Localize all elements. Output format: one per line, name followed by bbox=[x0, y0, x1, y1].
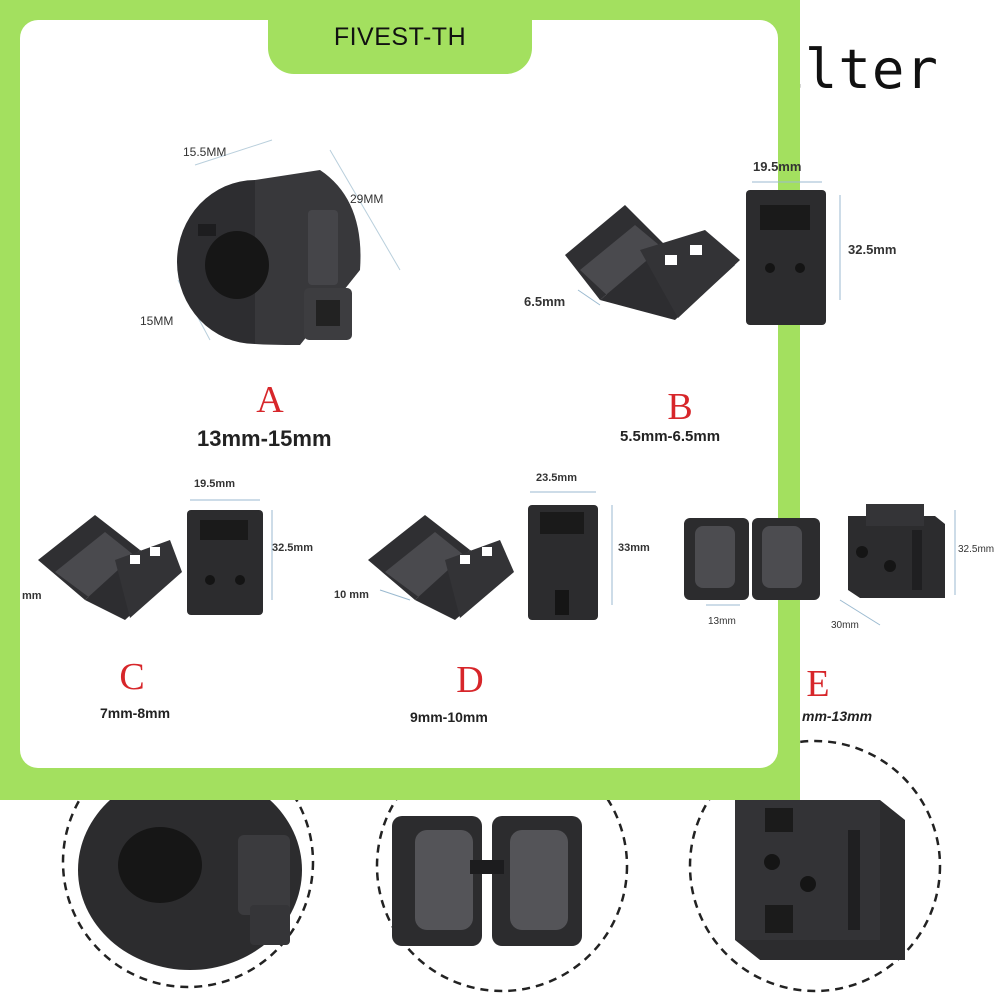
product-d-range: 9mm-10mm bbox=[410, 709, 488, 725]
product-e-dim-height: 32.5mm bbox=[958, 544, 995, 555]
product-c-dim-depth: mm bbox=[22, 590, 42, 602]
brand-tab: FIVEST-TH bbox=[268, 0, 532, 74]
product-d-dim-depth: 10 mm bbox=[334, 589, 369, 601]
product-c-range: 7mm-8mm bbox=[100, 705, 171, 721]
product-a-range: 13mm-15mm bbox=[197, 426, 332, 451]
product-e-range: mm-13mm bbox=[802, 708, 873, 724]
product-e-dim-depth: 30mm bbox=[831, 620, 859, 631]
product-d-dim-width: 23.5mm bbox=[536, 472, 577, 484]
brand-name: FIVEST-TH bbox=[333, 22, 467, 51]
product-b-dim-depth: 6.5mm bbox=[524, 294, 566, 309]
product-c-dim-width: 19.5mm bbox=[194, 478, 235, 490]
product-e-dim-gap: 13mm bbox=[708, 616, 736, 627]
product-b-range: 5.5mm-6.5mm bbox=[620, 428, 721, 445]
product-a-dim-depth: 15MM bbox=[140, 314, 174, 328]
product-b-dim-height: 32.5mm bbox=[848, 242, 897, 257]
detail-circle-block-core bbox=[688, 739, 942, 993]
product-c-label: C bbox=[119, 656, 145, 698]
product-a-dim-height: 29MM bbox=[350, 192, 384, 206]
product-a-dim-width: 15.5MM bbox=[183, 145, 227, 159]
product-d-dim-height: 33mm bbox=[618, 542, 650, 554]
product-a-label: A bbox=[256, 379, 284, 421]
white-panel bbox=[20, 20, 778, 768]
product-b-dim-width: 19.5mm bbox=[753, 159, 802, 174]
detail-circle-open-core bbox=[375, 739, 629, 993]
product-b-label: B bbox=[667, 386, 693, 428]
product-e-label: E bbox=[806, 663, 830, 705]
product-c-dim-height: 32.5mm bbox=[272, 542, 313, 554]
product-d-label: D bbox=[456, 659, 484, 701]
